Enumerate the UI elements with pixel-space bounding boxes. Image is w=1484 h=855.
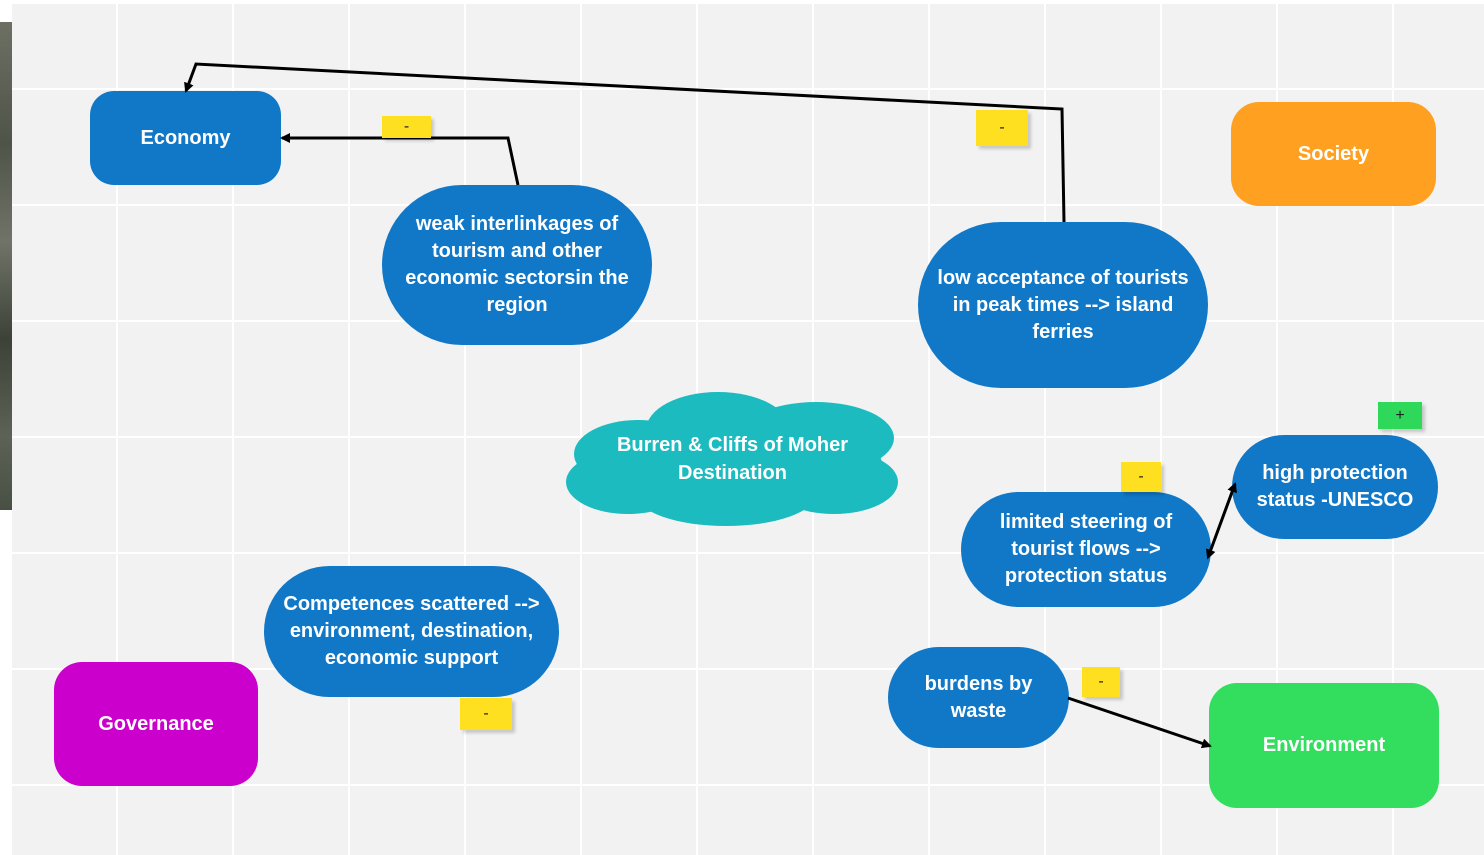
governance-node[interactable]: Governance — [54, 662, 258, 786]
weak-interlinkages-label: weak interlinkages of tourism and other … — [405, 213, 629, 316]
society-node[interactable]: Society — [1231, 102, 1436, 206]
sticky-competences[interactable]: - — [460, 698, 512, 730]
destination-label: Burren & Cliffs of Moher Destination — [616, 434, 849, 484]
background-photo-strip — [0, 22, 12, 510]
destination-label-box: Burren & Cliffs of Moher Destination — [566, 390, 899, 528]
low-acceptance-label: low acceptance of tourists in peak times… — [937, 266, 1189, 343]
sticky-steering[interactable]: - — [1121, 462, 1161, 492]
burdens-waste-label: burdens by waste — [924, 672, 1033, 722]
limited-steering-node[interactable]: limited steering of tourist flows --> pr… — [961, 492, 1211, 607]
competences-scattered-node[interactable]: Competences scattered --> environment, d… — [264, 566, 559, 697]
governance-label: Governance — [98, 712, 214, 735]
low-acceptance-node[interactable]: low acceptance of tourists in peak times… — [918, 222, 1208, 388]
sticky-acceptance-economy[interactable]: - — [976, 110, 1028, 146]
society-label: Society — [1297, 142, 1370, 165]
environment-label: Environment — [1262, 734, 1386, 756]
high-protection-node[interactable]: high protection status -UNESCO — [1232, 435, 1438, 539]
destination-cloud[interactable] — [566, 390, 899, 528]
sticky-waste-environment[interactable]: - — [1082, 667, 1120, 697]
weak-interlinkages-node[interactable]: weak interlinkages of tourism and other … — [382, 185, 652, 345]
environment-node[interactable]: Environment — [1209, 683, 1439, 808]
sticky-protection-status[interactable]: + — [1378, 402, 1422, 429]
economy-label: Economy — [140, 126, 231, 149]
high-protection-label: high protection status -UNESCO — [1256, 462, 1414, 511]
economy-node[interactable]: Economy — [90, 91, 281, 185]
sticky-interlinkages-economy[interactable]: - — [382, 116, 431, 138]
burdens-waste-node[interactable]: burdens by waste — [888, 647, 1069, 748]
limited-steering-label: limited steering of tourist flows --> pr… — [999, 511, 1173, 587]
competences-scattered-label: Competences scattered --> environment, d… — [283, 593, 540, 669]
